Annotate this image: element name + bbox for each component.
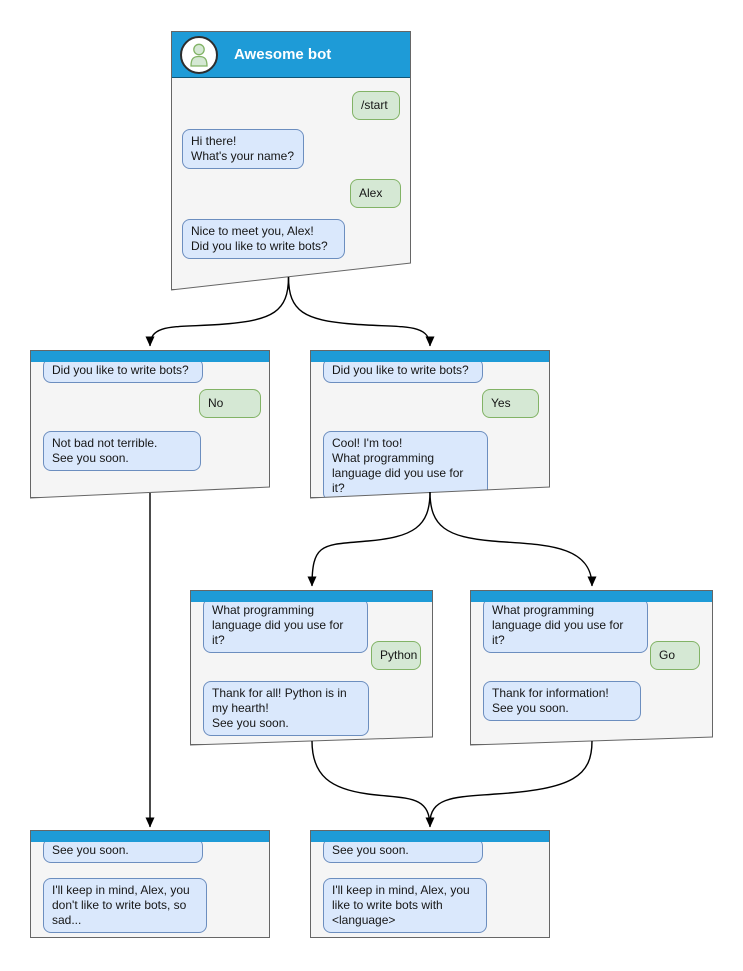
message-bubble-bot: See you soon. (323, 838, 483, 863)
arrow-root-to-yes (287, 276, 435, 347)
message-bubble-user: Go (650, 641, 700, 670)
message-bubble-bot: Did you like to write bots? (43, 358, 203, 383)
message-bubble-bot: Not bad not terrible. See you soon. (43, 431, 201, 471)
avatar (180, 36, 218, 74)
arrow-yes-to-go (429, 491, 597, 587)
message-bubble-user: Alex (350, 179, 401, 208)
message-bubble-user: No (199, 389, 261, 418)
arrow-yes-to-python (307, 491, 431, 587)
chat-window-yes-branch: Did you like to write bots? Yes Cool! I'… (310, 350, 550, 498)
arrow-python-to-end (311, 740, 435, 828)
message-bubble-user: Yes (482, 389, 539, 418)
window-header (191, 591, 432, 602)
message-bubble-bot: Cool! I'm too! What programming language… (323, 431, 488, 498)
window-header (31, 831, 269, 842)
message-bubble-bot: I'll keep in mind, Alex, you like to wri… (323, 878, 487, 933)
chat-window-root: Awesome bot /start Hi there! What's your… (171, 31, 411, 290)
window-header (311, 831, 549, 842)
chat-window-go-branch: What programming language did you use fo… (470, 590, 713, 745)
window-header (311, 351, 549, 362)
chat-window-end-yes: See you soon. I'll keep in mind, Alex, y… (310, 830, 550, 938)
message-bubble-bot: What programming language did you use fo… (203, 598, 368, 653)
message-bubble-bot: Thank for information! See you soon. (483, 681, 641, 721)
window-header (31, 351, 269, 362)
message-bubble-bot: See you soon. (43, 838, 203, 863)
message-bubble-user: /start (352, 91, 400, 120)
message-bubble-bot: What programming language did you use fo… (483, 598, 648, 653)
window-header: Awesome bot (172, 32, 410, 78)
chat-window-end-no: See you soon. I'll keep in mind, Alex, y… (30, 830, 270, 938)
arrow-go-to-end (429, 740, 593, 824)
message-bubble-bot: Did you like to write bots? (323, 358, 483, 383)
message-bubble-bot: Thank for all! Python is in my hearth! S… (203, 681, 369, 736)
message-bubble-user: Python (371, 641, 421, 670)
person-icon (190, 43, 208, 67)
window-title: Awesome bot (234, 46, 332, 63)
message-bubble-bot: Hi there! What's your name? (182, 129, 304, 169)
arrow-root-to-no (145, 276, 290, 347)
chat-window-python-branch: What programming language did you use fo… (190, 590, 433, 745)
window-header (471, 591, 712, 602)
chat-window-no-branch: Did you like to write bots? No Not bad n… (30, 350, 270, 498)
message-bubble-bot: Nice to meet you, Alex! Did you like to … (182, 219, 345, 259)
message-bubble-bot: I'll keep in mind, Alex, you don't like … (43, 878, 207, 933)
